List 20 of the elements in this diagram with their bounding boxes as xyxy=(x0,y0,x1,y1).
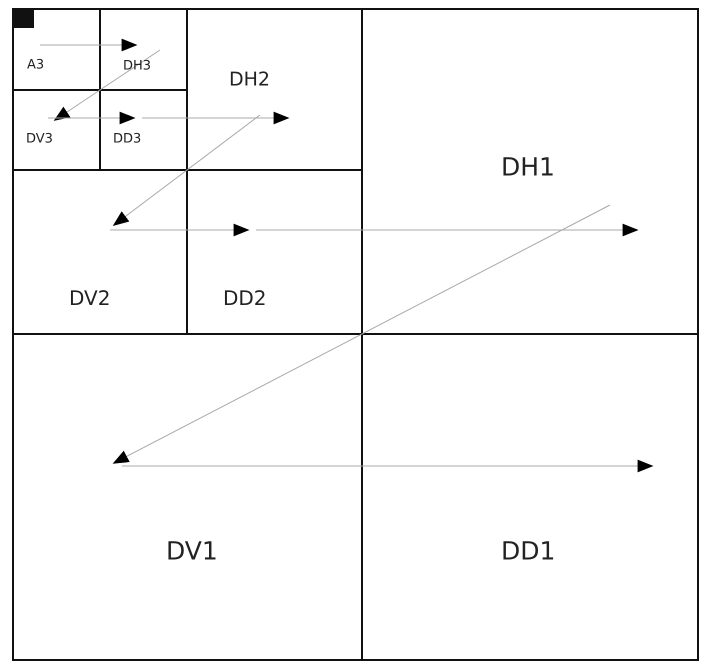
subband-label: A3 xyxy=(27,58,44,72)
subband-label: DD1 xyxy=(501,538,556,564)
subband-label: DV2 xyxy=(69,288,110,308)
subband-label: DH1 xyxy=(501,154,555,180)
arrow xyxy=(112,114,260,226)
subband-label: DH3 xyxy=(123,60,152,72)
subband-label: DV3 xyxy=(26,132,53,146)
arrow xyxy=(142,112,290,124)
subband-label: DV1 xyxy=(166,538,218,564)
arrow xyxy=(40,38,138,52)
arrow xyxy=(256,224,639,236)
subband-label: DD2 xyxy=(223,288,267,308)
arrow xyxy=(110,224,250,236)
arrow xyxy=(48,112,136,124)
subband-label: DD3 xyxy=(113,132,142,146)
subband-label: DH2 xyxy=(229,70,270,90)
arrow xyxy=(122,460,654,472)
subband-box xyxy=(12,333,363,661)
subband-box xyxy=(361,8,699,335)
subband-box xyxy=(361,333,699,661)
